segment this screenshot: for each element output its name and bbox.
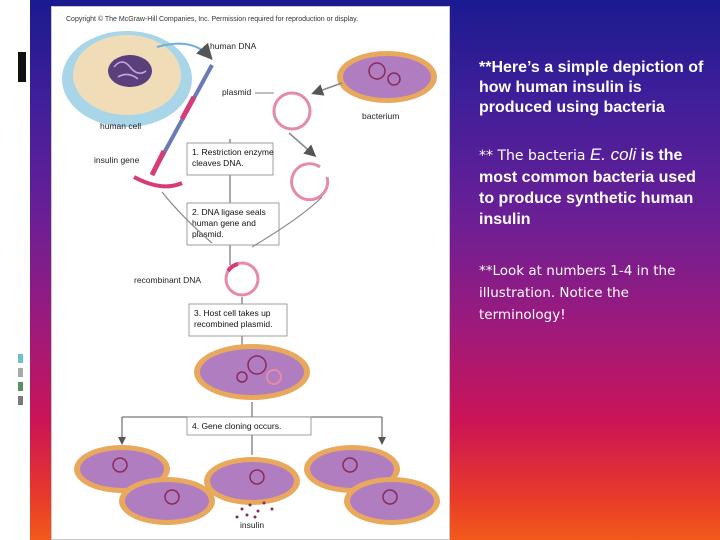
recombinant-plasmid-icon xyxy=(224,261,260,297)
cloned-bacterium-icon xyxy=(119,477,215,525)
bacterium-icon xyxy=(337,51,437,103)
label-recombinant-dna: recombinant DNA xyxy=(134,275,201,285)
decor-square xyxy=(18,396,23,405)
decor-square xyxy=(18,382,23,391)
ecoli-prefix: ** The bacteria xyxy=(479,148,590,164)
arrow-cell-to-dna xyxy=(156,42,213,60)
paragraph-ecoli: ** The bacteria E. coli is the most comm… xyxy=(479,144,709,230)
label-human-dna: human DNA xyxy=(210,41,257,51)
step-3-box xyxy=(188,303,288,337)
host-bacterium-icon xyxy=(194,344,310,400)
paragraph-terminology: **Look at numbers 1-4 in the illustratio… xyxy=(479,263,676,323)
slide-bullet-marker xyxy=(18,52,26,82)
cloned-bacterium-icon xyxy=(204,457,300,505)
step-4-box xyxy=(186,416,312,436)
cloned-bacterium-icon xyxy=(344,477,440,525)
label-bacterium: bacterium xyxy=(362,111,399,121)
decor-square xyxy=(18,368,23,377)
cut-gene-fragment-icon xyxy=(133,175,183,189)
plasmid-ring-icon xyxy=(272,91,312,131)
left-margin xyxy=(0,0,30,540)
step-1-box xyxy=(186,142,274,176)
ecoli-name: E. coli xyxy=(589,145,637,164)
arrow-bacterium-to-plasmid xyxy=(311,82,343,96)
step-3-label: 3. Host cell takes up recombined plasmid… xyxy=(194,308,273,329)
step-2-label: 2. DNA ligase seals human gene and plasm… xyxy=(192,207,268,239)
decor-square xyxy=(18,354,23,363)
label-plasmid: plasmid xyxy=(222,87,252,97)
paragraph-insulin-depiction: **Here’s a simple depiction of how human… xyxy=(479,59,704,116)
insulin-molecules-icon xyxy=(235,501,274,519)
human-cell-icon xyxy=(62,31,192,127)
slide-text: **Here’s a simple depiction of how human… xyxy=(479,58,709,326)
step-1-label: 1. Restriction enzyme cleaves DNA. xyxy=(192,147,276,168)
step-4-label: 4. Gene cloning occurs. xyxy=(192,421,281,431)
insulin-diagram-figure: Copyright © The McGraw-Hill Companies, I… xyxy=(51,6,450,540)
label-insulin: insulin xyxy=(240,520,264,530)
label-human-cell: human cell xyxy=(100,121,141,131)
human-dna-strand-icon xyxy=(149,64,214,177)
cut-plasmid-icon xyxy=(290,162,330,202)
label-insulin-gene: insulin gene xyxy=(94,155,140,165)
copyright-notice: Copyright © The McGraw-Hill Companies, I… xyxy=(66,15,358,23)
ecoli-rest: is the most common bacteria used to prod… xyxy=(479,147,696,228)
insulin-diagram: Copyright © The McGraw-Hill Companies, I… xyxy=(62,15,440,530)
step-2-box xyxy=(186,202,280,246)
